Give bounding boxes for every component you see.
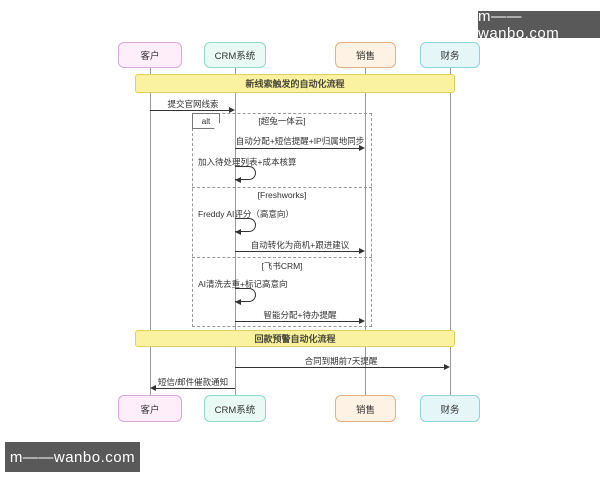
arrowhead-right-icon xyxy=(359,248,365,254)
arrowhead-left-icon xyxy=(235,229,241,235)
self-message-loop xyxy=(235,288,256,302)
watermark-top-right: m——wanbo.com xyxy=(478,8,600,42)
self-message-loop xyxy=(235,166,256,180)
alt-section-label-chaotu: [超兔一体云] xyxy=(258,116,306,126)
arrowhead-right-icon xyxy=(359,318,365,324)
arrowhead-right-icon xyxy=(359,145,365,151)
message-label: 提交官网线索 xyxy=(167,99,219,109)
message-label: 合同到期前7天提醒 xyxy=(304,356,378,366)
alt-frame xyxy=(192,113,372,327)
actor-crm-top: CRM系统 xyxy=(204,42,266,68)
arrowhead-left-icon xyxy=(235,177,241,183)
message-label: 自动分配+短信提醒+IP归属地同步 xyxy=(235,136,365,146)
message-arrow-line xyxy=(150,110,229,111)
message-label: 短信/邮件催款通知 xyxy=(157,377,229,387)
alt-section-label-freshworks: [Freshworks] xyxy=(257,190,307,200)
arrowhead-right-icon xyxy=(229,107,235,113)
actor-crm-bottom: CRM系统 xyxy=(204,395,266,422)
flow-banner-payment-alert: 回款预警自动化流程 xyxy=(135,330,455,347)
message-arrow-line xyxy=(235,251,359,252)
arrowhead-left-icon xyxy=(235,299,241,305)
self-message-loop xyxy=(235,218,256,232)
message-arrow-line xyxy=(235,367,444,368)
actor-finance-top: 财务 xyxy=(420,42,480,68)
arrowhead-right-icon xyxy=(444,364,450,370)
lifeline-customer xyxy=(150,68,151,395)
message-arrow-line xyxy=(235,321,359,322)
alt-frame-tag: alt xyxy=(192,113,220,129)
message-label: 智能分配+待办提醒 xyxy=(263,310,337,320)
message-arrow-line xyxy=(156,388,235,389)
watermark-bottom-left: m——wanbo.com xyxy=(5,442,140,472)
message-label: 自动转化为商机+跟进建议 xyxy=(250,240,350,250)
message-arrow-line xyxy=(235,148,359,149)
message-label: 加入待处理列表+成本核算 xyxy=(198,157,297,167)
actor-customer-top: 客户 xyxy=(118,42,182,68)
lifeline-finance xyxy=(450,68,451,395)
arrowhead-left-icon xyxy=(150,385,156,391)
alt-section-divider xyxy=(192,257,372,258)
actor-finance-bottom: 财务 xyxy=(420,395,480,422)
message-label: AI清洗去重+标记高意向 xyxy=(198,279,288,289)
alt-section-label-feishu-crm: [飞书CRM] xyxy=(261,261,303,271)
actor-sales-top: 销售 xyxy=(335,42,396,68)
actor-customer-bottom: 客户 xyxy=(118,395,182,422)
actor-sales-bottom: 销售 xyxy=(335,395,396,422)
alt-section-divider xyxy=(192,187,372,188)
lifeline-sales xyxy=(365,68,366,395)
flow-banner-new-lead: 新线索触发的自动化流程 xyxy=(135,74,455,93)
message-label: Freddy AI评分（高意向） xyxy=(198,209,294,219)
